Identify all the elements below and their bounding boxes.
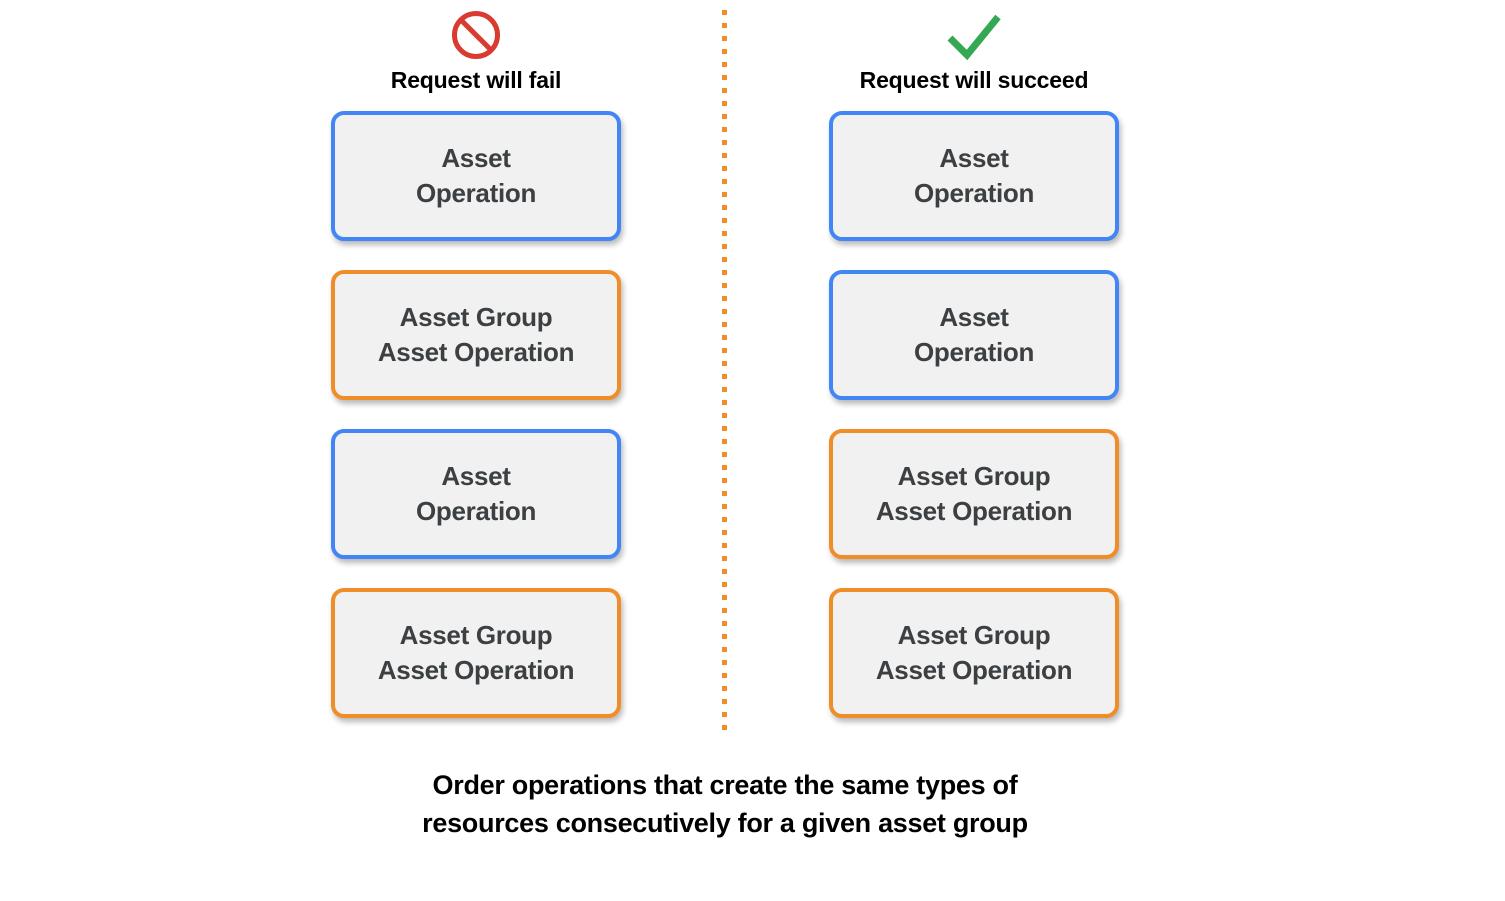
column-header-label-succeed: Request will succeed bbox=[859, 67, 1089, 93]
caption-line-2: resources consecutively for a given asse… bbox=[422, 808, 1028, 839]
node-box[interactable]: Asset Operation bbox=[331, 111, 621, 241]
diagram-caption: Order operations that create the same ty… bbox=[0, 766, 1450, 843]
node-box[interactable]: Asset Group Asset Operation bbox=[829, 588, 1119, 718]
caption-line-1: Order operations that create the same ty… bbox=[432, 770, 1018, 800]
column-header-succeed: Request will succeed bbox=[789, 8, 1159, 93]
node-box[interactable]: Asset Operation bbox=[829, 111, 1119, 241]
node-box-line: Asset bbox=[441, 142, 511, 173]
node-box-line: Asset Operation bbox=[377, 655, 575, 685]
node-box-line: Asset Operation bbox=[875, 496, 1073, 526]
vertical-dotted-divider-icon bbox=[722, 10, 727, 736]
node-box-line: Asset bbox=[441, 460, 511, 491]
node-box-line: Operation bbox=[415, 178, 537, 208]
node-box-line: Asset Group bbox=[399, 301, 553, 332]
node-box[interactable]: Asset Group Asset Operation bbox=[331, 588, 621, 718]
node-box-line: Operation bbox=[415, 496, 537, 526]
box-stack-succeed: Asset Operation Asset Operation Asset Gr… bbox=[829, 111, 1119, 747]
node-box-line: Asset Group bbox=[897, 460, 1051, 491]
node-box[interactable]: Asset Operation bbox=[331, 429, 621, 559]
box-stack-fail: Asset Operation Asset Group Asset Operat… bbox=[331, 111, 621, 747]
node-box-line: Operation bbox=[913, 178, 1035, 208]
node-box[interactable]: Asset Group Asset Operation bbox=[829, 429, 1119, 559]
node-box-line: Asset Group bbox=[897, 619, 1051, 650]
column-header-label-fail: Request will fail bbox=[390, 67, 562, 93]
prohibition-icon bbox=[291, 8, 661, 64]
node-box[interactable]: Asset Operation bbox=[829, 270, 1119, 400]
column-header-fail: Request will fail bbox=[291, 8, 661, 93]
checkmark-icon bbox=[789, 8, 1159, 64]
node-box-line: Asset bbox=[939, 301, 1009, 332]
node-box-line: Asset Operation bbox=[875, 655, 1073, 685]
node-box[interactable]: Asset Group Asset Operation bbox=[331, 270, 621, 400]
node-box-line: Asset Group bbox=[399, 619, 553, 650]
node-box-line: Asset Operation bbox=[377, 337, 575, 367]
node-box-line: Operation bbox=[913, 337, 1035, 367]
node-box-line: Asset bbox=[939, 142, 1009, 173]
